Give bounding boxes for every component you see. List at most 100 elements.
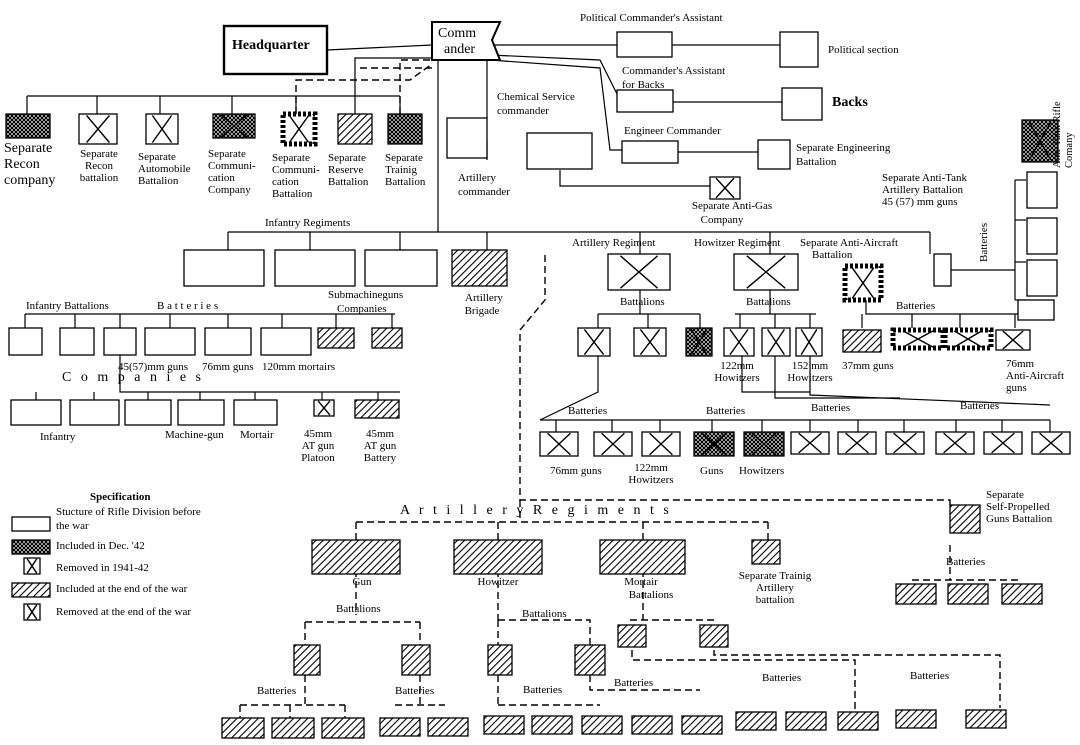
unit-box-53[interactable]: [785, 711, 827, 731]
political-assistant-box[interactable]: [616, 31, 673, 58]
unit-box-2[interactable]: [103, 327, 137, 356]
smg-label-1: Submachineguns: [328, 289, 404, 301]
unit-box-57[interactable]: [895, 583, 937, 605]
howitzer-regiment-box[interactable]: [453, 539, 543, 575]
art-76-label: 76mm guns: [550, 465, 602, 477]
unit-box-44[interactable]: [321, 717, 365, 739]
unit-box-42[interactable]: [221, 717, 265, 739]
unit-box-59[interactable]: [1001, 583, 1043, 605]
legend-structure-1: Stucture of Rifle Division before: [56, 506, 201, 518]
unit-box-34[interactable]: [1026, 259, 1058, 297]
unit-box-56[interactable]: [965, 709, 1007, 729]
inf-regiment-1[interactable]: [183, 249, 265, 287]
unit-box-48[interactable]: [531, 715, 573, 735]
chem-right-box[interactable]: [526, 132, 593, 170]
removed-x-mark: [953, 330, 983, 348]
recon-company-box[interactable]: [5, 113, 51, 139]
unit-box-4[interactable]: [204, 327, 252, 356]
at-rifle-box[interactable]: [1021, 119, 1059, 163]
training-box[interactable]: [387, 113, 423, 145]
unit-box-41[interactable]: [699, 624, 729, 648]
backs-assistant-label-1: Commander's Assistant: [622, 65, 726, 77]
mortar-battalions-label-2: Battalions: [628, 589, 674, 601]
engineer-commander-label: Engineer Commander: [624, 125, 721, 137]
engineer-box[interactable]: [621, 140, 679, 164]
unit-box-6[interactable]: [10, 399, 62, 426]
commander-label-2[interactable]: ander: [444, 42, 476, 57]
unit-box-32[interactable]: [1026, 171, 1058, 209]
unit-box-37[interactable]: [401, 644, 431, 676]
reserve-box[interactable]: [337, 113, 373, 145]
smg-co-1[interactable]: [317, 327, 355, 349]
political-assistant-label: Political Commander's Assistant: [580, 12, 723, 24]
recon-battalion-box[interactable]: [78, 113, 118, 145]
unit-box-46[interactable]: [427, 717, 469, 737]
mortar-battalions-label-1: Mortair: [624, 576, 658, 588]
unit-box-39[interactable]: [574, 644, 606, 676]
mortar-company-label: Mortair: [240, 429, 274, 441]
unit-box-35[interactable]: [1017, 299, 1055, 321]
unit-box-10[interactable]: [233, 399, 278, 426]
unit-box-38[interactable]: [487, 644, 513, 676]
mortar-battalions-box[interactable]: [599, 539, 686, 575]
sep-engineering-box[interactable]: [757, 139, 791, 170]
unit-box-49[interactable]: [581, 715, 623, 735]
unit-box-17[interactable]: [842, 329, 882, 353]
unit-box-51[interactable]: [681, 715, 723, 735]
unit-box-50[interactable]: [631, 715, 673, 735]
spg-battalion-box[interactable]: [949, 504, 981, 534]
legend-cross[interactable]: [11, 539, 51, 555]
backs-box[interactable]: [781, 87, 823, 121]
inf-regiment-3[interactable]: [364, 249, 438, 287]
artillery-brigade-box[interactable]: [451, 249, 508, 287]
legend-plain[interactable]: [11, 516, 51, 532]
headquarter-box[interactable]: [222, 24, 329, 76]
political-section-box[interactable]: [779, 31, 819, 68]
removed-x-mark: [86, 115, 110, 143]
unit-box-33[interactable]: [1026, 217, 1058, 255]
unit-box-9[interactable]: [177, 399, 225, 426]
unit-box-58[interactable]: [947, 583, 989, 605]
removed-x-mark: [619, 255, 659, 289]
unit-box-0[interactable]: [8, 327, 43, 356]
backs-assistant-box[interactable]: [616, 89, 674, 113]
at-battalion-box[interactable]: [933, 253, 952, 287]
chem-left-box[interactable]: [446, 117, 488, 159]
unit-box-43[interactable]: [271, 717, 315, 739]
smg-co-2[interactable]: [371, 327, 403, 349]
howitzers-label: Howitzers: [739, 465, 785, 477]
chem-label-1: Chemical Service: [497, 91, 575, 103]
unit-box-54[interactable]: [837, 711, 879, 731]
headquarter-label[interactable]: Headquarter: [232, 38, 310, 53]
legend-removed-41: Removed in 1941-42: [56, 562, 149, 574]
unit-box-52[interactable]: [735, 711, 777, 731]
at-battery-box[interactable]: [354, 399, 400, 419]
unit-box-45[interactable]: [379, 717, 421, 737]
commander-flag[interactable]: [431, 21, 502, 61]
removed-x-mark: [991, 432, 1015, 454]
unit-box-40[interactable]: [617, 624, 647, 648]
unit-box-55[interactable]: [895, 709, 937, 729]
removed-x-mark: [751, 432, 777, 456]
infantry-batteries-label: B a t t e r i e s: [157, 300, 219, 312]
unit-box-1[interactable]: [59, 327, 95, 356]
unit-box-5[interactable]: [260, 327, 312, 356]
gun-regiment-box[interactable]: [311, 539, 401, 575]
unit-box-8[interactable]: [124, 399, 172, 426]
removed-x-mark: [767, 329, 785, 355]
removed-x-mark: [1002, 330, 1024, 350]
legend-title: Specification: [90, 491, 151, 503]
unit-box-36[interactable]: [293, 644, 321, 676]
removed-x-mark: [845, 432, 869, 454]
unit-box-47[interactable]: [483, 715, 525, 735]
legend-hatch[interactable]: [11, 582, 51, 598]
unit-box-3[interactable]: [144, 327, 196, 356]
late-batteries-label-5: Batteries: [762, 672, 802, 684]
unit-box-7[interactable]: [69, 399, 120, 426]
inf-regiment-2[interactable]: [274, 249, 356, 287]
commander-label-1[interactable]: Comm: [438, 26, 477, 41]
training-artillery-box[interactable]: [751, 539, 781, 565]
